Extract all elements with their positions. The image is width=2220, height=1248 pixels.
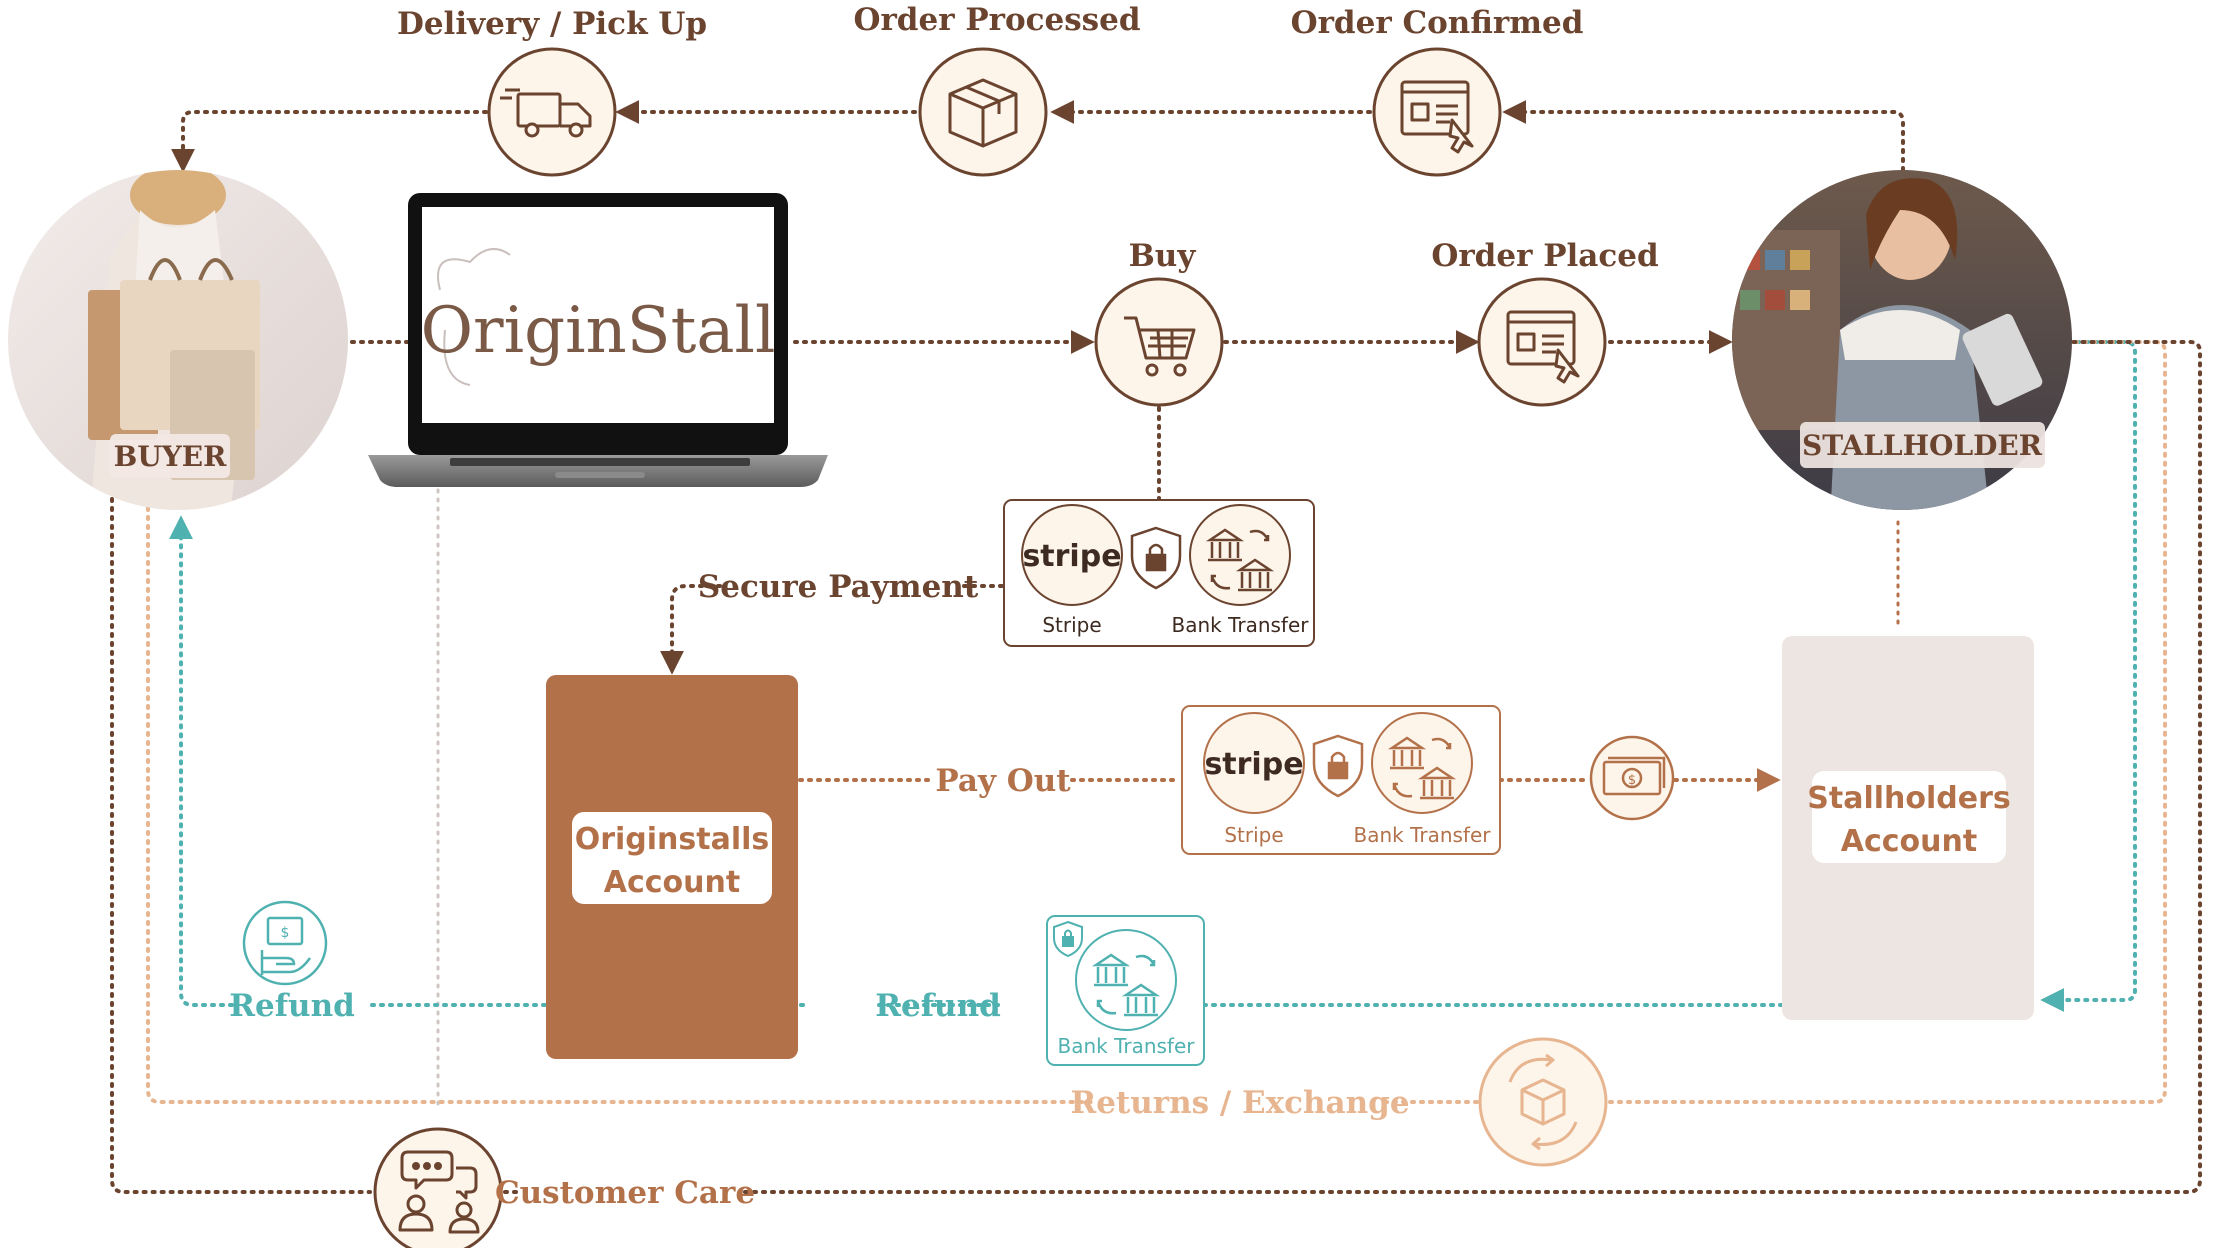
originstalls-account-line1: Originstalls <box>575 822 770 857</box>
refund-bank-transfer-icon <box>1091 953 1161 1017</box>
order-processed-step: Order Processed <box>853 2 1141 177</box>
bank-transfer-icon <box>1205 528 1275 592</box>
secure-payment-label: Secure Payment <box>698 569 979 605</box>
payout-stripe-logo: stripe <box>1204 747 1303 782</box>
order-placed-step: Order Placed <box>1431 238 1659 407</box>
delivery-step: Delivery / Pick Up <box>397 6 707 177</box>
returns-exchange-label: Returns / Exchange <box>1070 1085 1409 1121</box>
originstalls-account-line2: Account <box>604 865 740 900</box>
customer-care-step <box>373 1127 503 1248</box>
refund-lock-shield-icon <box>1053 920 1083 958</box>
buyer-photo <box>88 170 260 510</box>
svg-text:$: $ <box>281 925 290 941</box>
payment-methods-box: stripe Stripe Bank Transfer <box>1003 499 1315 647</box>
refund-label-mid: Refund <box>875 988 1001 1024</box>
refund-hand-icon: $ <box>260 916 312 975</box>
refund-label-left: Refund <box>229 988 355 1024</box>
refund-bank-caption: Bank Transfer <box>1057 1034 1195 1058</box>
stallholders-account-line1: Stallholders <box>1807 781 2010 816</box>
stallholder-node: STALLHOLDER <box>1732 170 2072 510</box>
buy-step: Buy <box>1094 238 1224 407</box>
stripe-caption: Stripe <box>1042 613 1101 637</box>
truck-icon <box>500 88 592 138</box>
package-icon <box>948 78 1018 148</box>
order-placed-label: Order Placed <box>1431 238 1658 274</box>
returns-step <box>1478 1037 1608 1167</box>
place-order-icon <box>1506 310 1580 384</box>
stripe-logo: stripe <box>1022 539 1121 574</box>
cash-step: $ <box>1589 735 1675 821</box>
payout-bank-transfer-icon <box>1387 736 1457 800</box>
buy-label: Buy <box>1129 238 1197 274</box>
buyer-node: BUYER <box>8 170 348 510</box>
payout-bank-caption: Bank Transfer <box>1353 823 1491 847</box>
payout-lock-shield-icon <box>1312 734 1364 798</box>
lock-shield-icon <box>1130 526 1182 590</box>
refund-hand-step: $ <box>242 900 328 986</box>
refund-bank-box: Bank Transfer <box>1046 915 1205 1066</box>
order-processed-label: Order Processed <box>853 2 1140 38</box>
svg-text:$: $ <box>1628 773 1636 788</box>
pay-out-label: Pay Out <box>935 763 1071 799</box>
confirm-order-icon <box>1400 80 1474 154</box>
stallholders-account-line2: Account <box>1841 824 1977 859</box>
stallholders-account: Stallholders Account <box>1782 636 2034 1020</box>
customer-care-label: Customer Care <box>495 1175 755 1211</box>
delivery-label: Delivery / Pick Up <box>397 6 707 42</box>
bank-transfer-caption: Bank Transfer <box>1171 613 1309 637</box>
payout-methods-box: stripe Stripe Bank Transfer <box>1181 705 1501 855</box>
stallholder-label: STALLHOLDER <box>1802 429 2043 462</box>
customer-care-icon <box>398 1150 480 1234</box>
cash-icon: $ <box>1602 756 1666 796</box>
buyer-label: BUYER <box>114 440 227 473</box>
order-confirmed-step: Order Confirmed <box>1291 5 1584 177</box>
order-confirmed-label: Order Confirmed <box>1291 5 1584 41</box>
laptop: OriginStall <box>368 193 828 487</box>
brand-wordmark: OriginStall <box>421 294 776 368</box>
originstalls-account: Originstalls Account <box>546 675 798 1059</box>
cart-icon <box>1124 316 1196 377</box>
payout-stripe-caption: Stripe <box>1224 823 1283 847</box>
returns-icon <box>1508 1053 1578 1151</box>
